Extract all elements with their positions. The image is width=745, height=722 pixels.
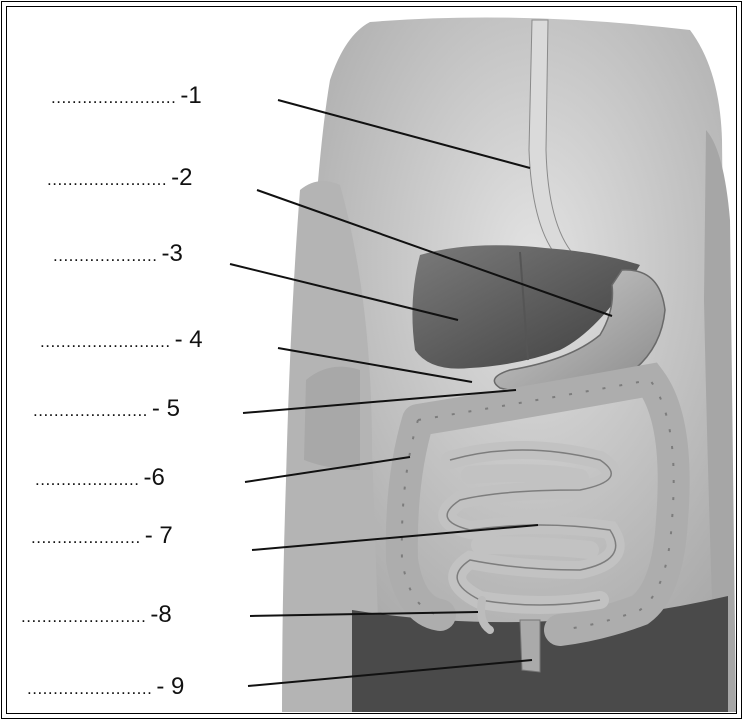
answer-blank[interactable]: .......................: [47, 170, 167, 189]
label-row-4: .........................- 4: [40, 326, 203, 354]
label-row-2: .......................-2: [47, 164, 192, 192]
label-row-9: ........................- 9: [27, 673, 184, 701]
answer-blank[interactable]: ......................: [33, 401, 148, 420]
label-number: -2: [171, 164, 192, 191]
answer-blank[interactable]: ........................: [51, 88, 176, 107]
answer-blank[interactable]: ....................: [53, 246, 157, 265]
label-row-6: ....................-6: [35, 464, 165, 492]
label-row-1: ........................-1: [51, 82, 202, 110]
answer-blank[interactable]: .........................: [40, 332, 171, 351]
label-number: -6: [143, 464, 164, 491]
label-number: - 9: [156, 673, 184, 700]
label-number: - 4: [175, 326, 203, 353]
label-number: - 5: [152, 395, 180, 422]
label-row-7: .....................- 7: [31, 522, 173, 550]
label-row-8: ........................-8: [21, 601, 172, 629]
label-row-3: ....................-3: [53, 240, 183, 268]
label-number: -8: [150, 601, 171, 628]
label-row-5: ......................- 5: [33, 395, 180, 423]
label-number: -1: [180, 82, 201, 109]
answer-blank[interactable]: ........................: [21, 607, 146, 626]
rectum: [520, 620, 540, 672]
answer-blank[interactable]: ........................: [27, 679, 152, 698]
label-number: -3: [161, 240, 182, 267]
label-number: - 7: [145, 522, 173, 549]
answer-blank[interactable]: .....................: [31, 528, 141, 547]
answer-blank[interactable]: ....................: [35, 470, 139, 489]
